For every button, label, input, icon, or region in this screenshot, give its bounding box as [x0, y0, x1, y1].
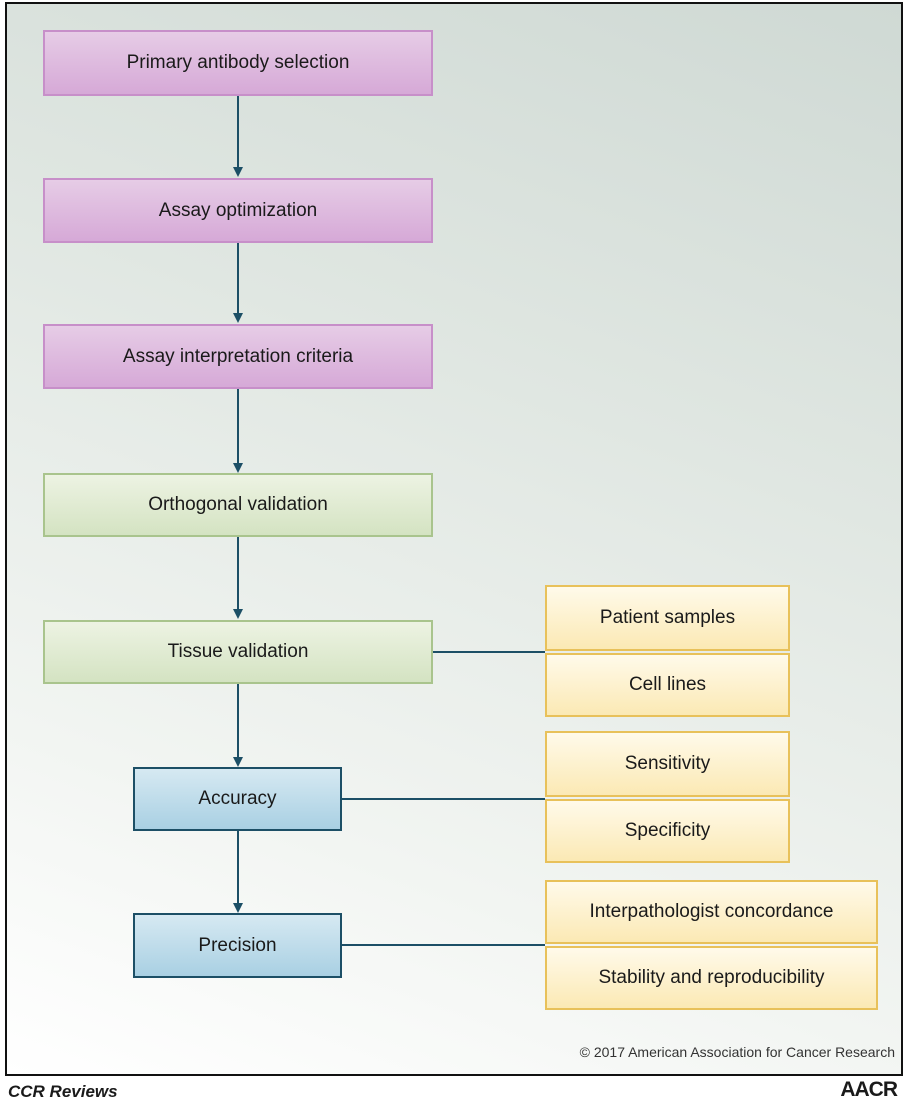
step-label: Accuracy: [198, 788, 277, 809]
item-label: Patient samples: [599, 607, 736, 628]
item-patient-samples: Patient samples: [545, 585, 790, 651]
step-precision: Precision: [133, 913, 342, 978]
item-label: Specificity: [624, 820, 711, 841]
step-tissue-validation: Tissue validation: [43, 620, 433, 684]
step-label: Tissue validation: [167, 641, 309, 662]
item-sensitivity: Sensitivity: [545, 731, 790, 797]
step-label: Assay optimization: [158, 199, 318, 221]
item-stability-reproducibility: Stability and reproducibility: [545, 946, 878, 1010]
step-primary-antibody-selection: Primary antibody selection: [43, 30, 433, 96]
step-assay-optimization: Assay optimization: [43, 178, 433, 243]
item-interpathologist-concordance: Interpathologist concordance: [545, 880, 878, 944]
item-label: Sensitivity: [624, 753, 711, 774]
item-specificity: Specificity: [545, 799, 790, 863]
step-label: Precision: [198, 934, 277, 956]
step-label: Orthogonal validation: [148, 494, 328, 515]
step-orthogonal-validation: Orthogonal validation: [43, 473, 433, 537]
journal-name: CCR Reviews: [8, 1082, 118, 1101]
step-assay-interpretation-criteria: Assay interpretation criteria: [43, 324, 433, 389]
item-label: Cell lines: [628, 674, 707, 695]
step-label: Assay interpretation criteria: [122, 345, 354, 367]
step-label: Primary antibody selection: [126, 52, 350, 73]
step-accuracy: Accuracy: [133, 767, 342, 831]
item-label: Interpathologist concordance: [589, 901, 834, 922]
item-cell-lines: Cell lines: [545, 653, 790, 717]
copyright-text: © 2017 American Association for Cancer R…: [579, 1044, 895, 1060]
item-label: Stability and reproducibility: [598, 967, 825, 988]
aacr-logo: AACR: [840, 1078, 898, 1101]
